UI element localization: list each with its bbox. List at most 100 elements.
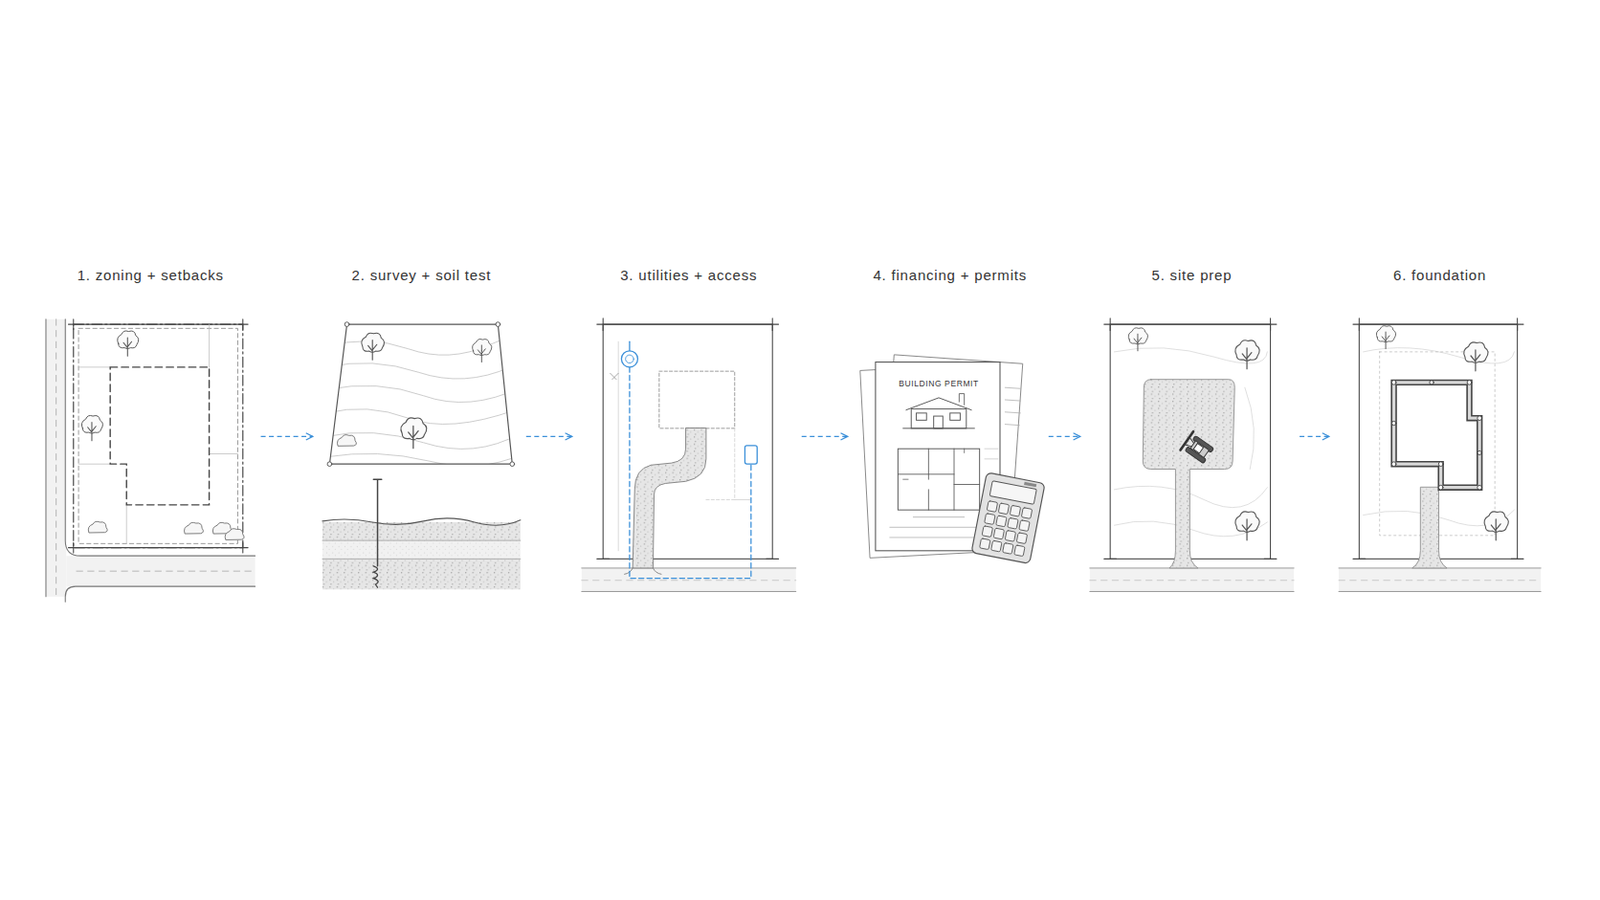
foundation-plan bbox=[1338, 568, 1541, 593]
zoning-plan bbox=[183, 522, 203, 534]
site-prep-plan bbox=[1089, 568, 1294, 593]
permit-documents bbox=[958, 394, 964, 406]
permit-documents bbox=[1014, 545, 1025, 557]
utilities-plan bbox=[621, 351, 638, 368]
permit-documents bbox=[1009, 505, 1021, 517]
step-panel: 2. survey + soil test bbox=[322, 266, 521, 590]
survey-and-soil bbox=[326, 336, 531, 467]
permit-documents bbox=[897, 448, 979, 511]
survey-and-soil bbox=[344, 322, 350, 328]
foundation-plan bbox=[1464, 342, 1489, 372]
permit-documents bbox=[916, 413, 928, 421]
zoning-plan bbox=[88, 521, 108, 533]
site-prep-plan bbox=[1142, 379, 1235, 569]
utilities-plan bbox=[704, 428, 735, 501]
zoning-plan bbox=[73, 324, 244, 549]
foundation-plan bbox=[1363, 348, 1515, 364]
foundation-plan bbox=[1338, 568, 1541, 593]
permit-documents bbox=[996, 515, 1007, 528]
utilities-plan bbox=[628, 341, 630, 352]
permit-documents bbox=[993, 528, 1004, 540]
permit-documents bbox=[979, 538, 991, 551]
flow-arrow bbox=[261, 436, 313, 438]
step-panel: 3. utilities + access bbox=[581, 266, 797, 592]
site-prep-plan bbox=[1244, 387, 1255, 469]
zoning-plan bbox=[45, 319, 256, 602]
utilities-plan bbox=[632, 428, 707, 569]
site-prep-plan bbox=[1089, 579, 1294, 581]
utilities-plan bbox=[625, 355, 635, 364]
foundation-plan bbox=[1338, 579, 1541, 581]
foundation-plan bbox=[1394, 382, 1481, 489]
permit-documents bbox=[911, 409, 967, 429]
site-prep-plan bbox=[1089, 318, 1294, 593]
site-prep-plan bbox=[1180, 431, 1194, 450]
survey-and-soil bbox=[373, 479, 382, 567]
survey-and-soil bbox=[361, 333, 385, 360]
step-heading: 3. utilities + access bbox=[581, 266, 797, 285]
step-heading: 4. financing + permits bbox=[857, 266, 1044, 285]
foundation-plan bbox=[1466, 380, 1472, 386]
survey-and-soil bbox=[336, 435, 356, 446]
permit-documents bbox=[1004, 530, 1016, 542]
survey-and-soil bbox=[495, 322, 501, 328]
utilities-plan bbox=[581, 579, 797, 581]
permit-documents bbox=[981, 526, 993, 538]
zoning-plan bbox=[67, 319, 248, 554]
utilities-plan bbox=[581, 568, 797, 593]
site-prep-plan bbox=[1089, 568, 1294, 593]
foundation-plan bbox=[1438, 462, 1444, 467]
foundation-plan bbox=[1412, 488, 1447, 569]
survey-and-soil bbox=[322, 558, 521, 590]
step-heading: 5. site prep bbox=[1089, 266, 1294, 285]
step-panel: 1. zoning + setbacks bbox=[45, 266, 256, 597]
zoning-plan bbox=[45, 319, 67, 598]
document-title: BUILDING PERMIT bbox=[898, 378, 979, 389]
foundation-plan bbox=[1391, 421, 1396, 425]
survey-and-soil bbox=[322, 322, 532, 591]
foundation-plan bbox=[1391, 380, 1482, 491]
step-heading: 6. foundation bbox=[1338, 266, 1541, 285]
zoning-plan bbox=[78, 324, 238, 544]
permit-documents bbox=[950, 413, 961, 421]
site-prep-plan bbox=[1180, 431, 1216, 466]
survey-and-soil bbox=[373, 566, 378, 588]
foundation-plan bbox=[1338, 318, 1541, 593]
site-prep-plan bbox=[1235, 511, 1260, 541]
survey-and-soil bbox=[322, 518, 521, 526]
foundation-plan bbox=[1376, 326, 1396, 350]
zoning-plan bbox=[66, 555, 255, 587]
foundation-plan bbox=[1391, 380, 1397, 386]
zoning-plan bbox=[55, 319, 57, 598]
permit-documents bbox=[903, 427, 976, 429]
zoning-plan bbox=[81, 415, 103, 441]
permit-documents bbox=[912, 516, 964, 518]
permit-documents bbox=[933, 416, 944, 429]
permit-documents bbox=[1023, 482, 1037, 489]
permit-documents bbox=[1021, 508, 1032, 520]
utilities-plan bbox=[581, 318, 797, 593]
step-panel: 4. financing + permits bbox=[857, 266, 1044, 561]
zoning-plan bbox=[110, 367, 209, 506]
permit-documents bbox=[998, 503, 1009, 515]
survey-and-soil bbox=[326, 385, 521, 402]
step-panel: 5. site prep bbox=[1089, 266, 1294, 592]
permit-documents bbox=[860, 355, 1045, 565]
survey-and-soil bbox=[322, 540, 521, 559]
survey-and-soil bbox=[326, 363, 511, 379]
permit-documents bbox=[1007, 517, 1019, 530]
site-prep-plan bbox=[1113, 486, 1267, 508]
zoning-plan bbox=[224, 529, 245, 540]
permit-documents bbox=[971, 472, 1045, 565]
permit-documents bbox=[989, 481, 1037, 506]
permit-documents bbox=[991, 540, 1002, 553]
foundation-plan bbox=[1477, 450, 1482, 455]
foundation-plan bbox=[1394, 382, 1481, 489]
site-prep-plan bbox=[1190, 441, 1209, 459]
utilities-plan bbox=[659, 371, 735, 429]
utilities-plan bbox=[610, 373, 620, 379]
flow-arrow bbox=[1048, 436, 1081, 438]
